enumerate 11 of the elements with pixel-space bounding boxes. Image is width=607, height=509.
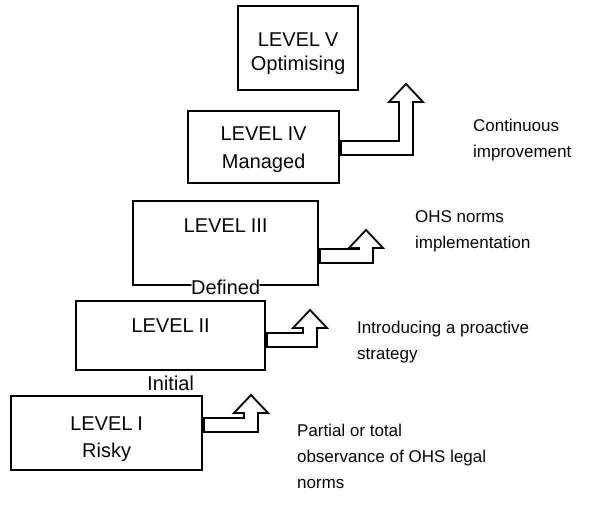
step-description: Partial or total observance of OHS legal norms (297, 420, 487, 494)
step-description: Continuous improvement (473, 115, 572, 163)
level-box (10, 395, 203, 471)
level-box (187, 110, 340, 184)
step-arrow (266, 308, 330, 348)
step-arrow (319, 228, 386, 264)
step-arrow (203, 394, 270, 433)
step-description: Introducing a proactive strategy (357, 317, 530, 365)
step-description: OHS norms implementation (415, 206, 532, 254)
step-arrow (340, 82, 426, 156)
level-box (237, 5, 359, 91)
